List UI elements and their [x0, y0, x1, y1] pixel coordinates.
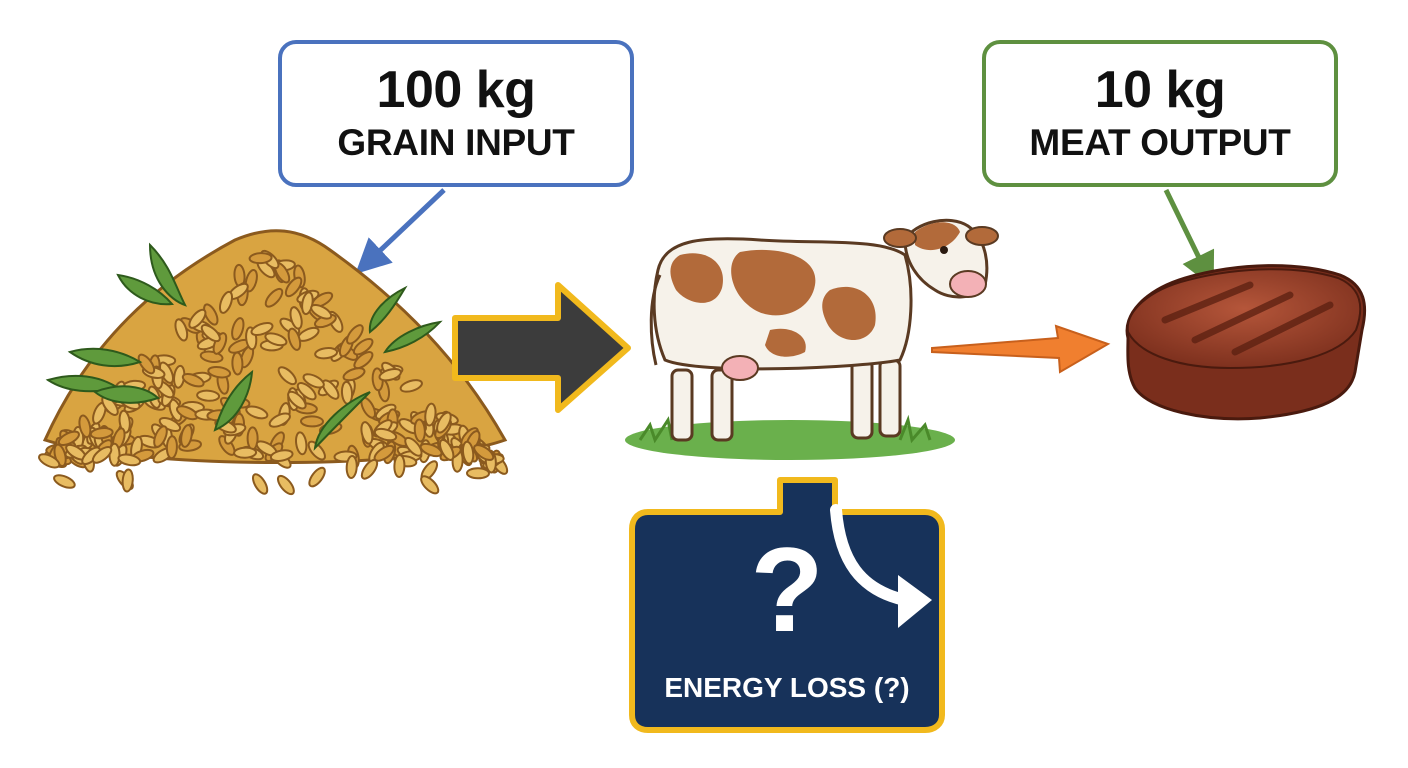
meat-output-caption: MEAT OUTPUT	[1029, 121, 1291, 163]
energy-loss-panel	[629, 477, 945, 733]
grain-pointer-arrow	[355, 188, 446, 275]
cow-icon	[625, 218, 999, 460]
meat-output-box: 10 kg MEAT OUTPUT	[982, 40, 1338, 187]
energy-loss-label: ENERGY LOSS (?)	[664, 672, 910, 703]
meat-output-amount: 10 kg	[1094, 60, 1226, 119]
grain-input-amount: 100 kg	[376, 60, 536, 119]
meat-pointer-arrow	[1163, 188, 1215, 288]
grain-to-cow-arrow	[452, 282, 631, 413]
meat-steak-icon	[1125, 264, 1367, 421]
grain-input-caption: GRAIN INPUT	[337, 121, 575, 163]
question-mark-icon: ?	[750, 523, 824, 657]
cow-to-meat-arrow	[931, 324, 1111, 374]
grain-pile-icon	[38, 229, 509, 496]
energy-loss-flow-arrow	[898, 575, 932, 628]
grain-input-box: 100 kg GRAIN INPUT	[278, 40, 634, 187]
